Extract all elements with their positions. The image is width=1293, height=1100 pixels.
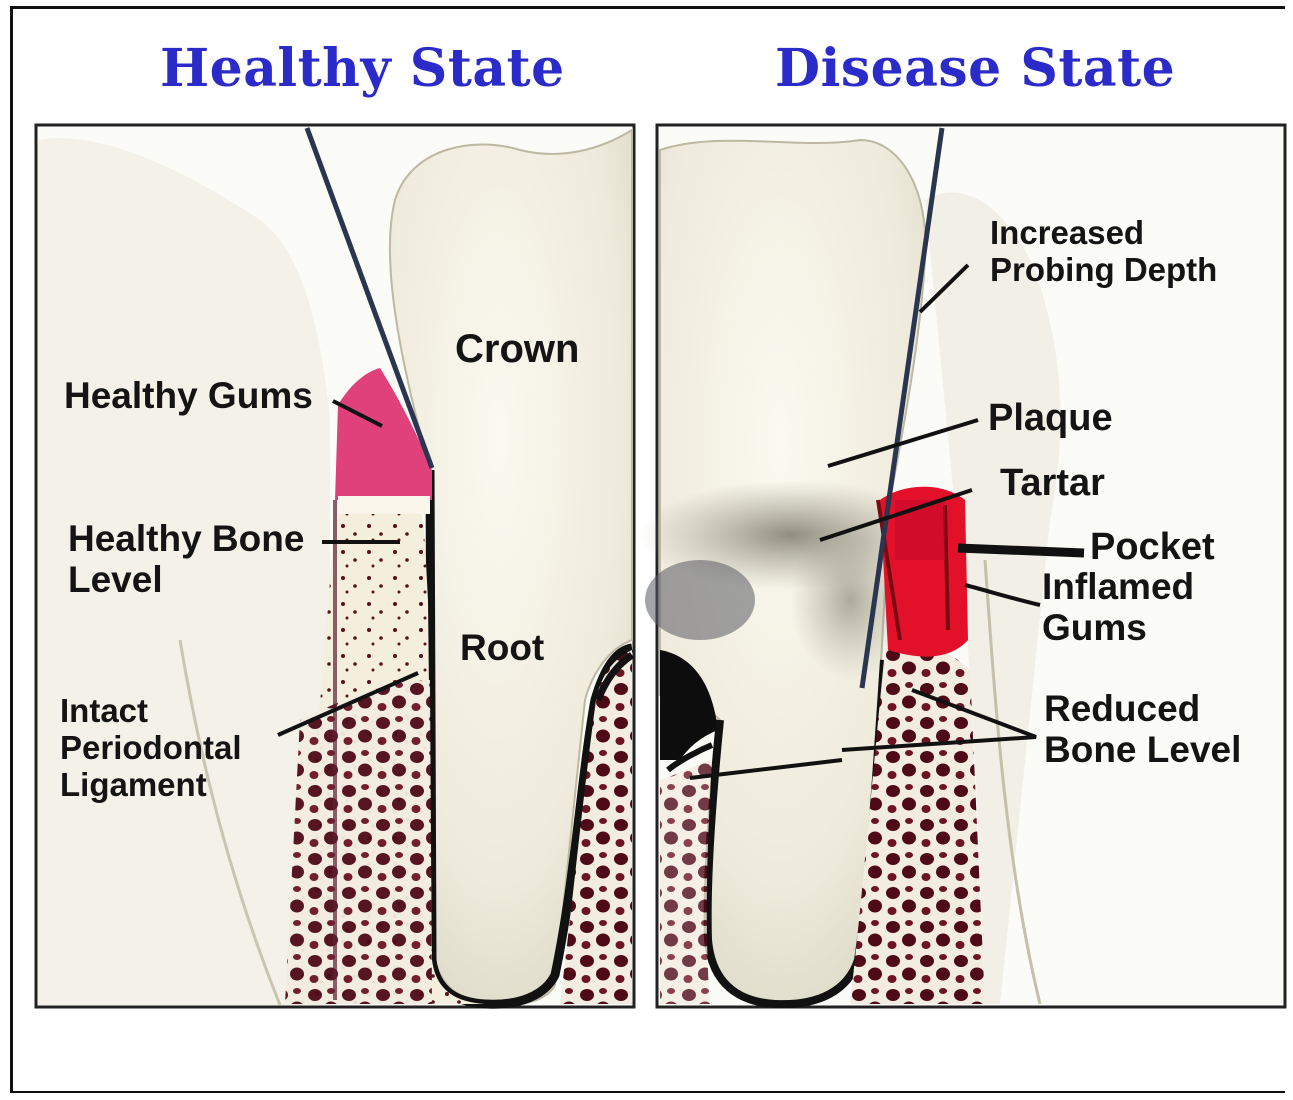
label-healthy-gums: Healthy Gums xyxy=(64,375,313,416)
label-reduced-bone-level: Reduced Bone Level xyxy=(1044,688,1241,771)
healthy-state-title: Healthy State xyxy=(160,38,565,99)
disease-state-title: Disease State xyxy=(775,38,1175,99)
label-tartar: Tartar xyxy=(1000,462,1105,505)
label-pocket: Pocket xyxy=(1090,526,1215,569)
label-root: Root xyxy=(460,627,544,668)
label-inflamed-gums: Inflamed Gums xyxy=(1042,566,1194,649)
label-healthy-bone-level: Healthy Bone Level xyxy=(68,518,304,601)
label-crown: Crown xyxy=(455,327,579,372)
label-intact-periodontal-ligament: Intact Periodontal Ligament xyxy=(60,693,242,804)
label-increased-probing-depth: Increased Probing Depth xyxy=(990,215,1217,289)
label-plaque: Plaque xyxy=(988,397,1113,440)
